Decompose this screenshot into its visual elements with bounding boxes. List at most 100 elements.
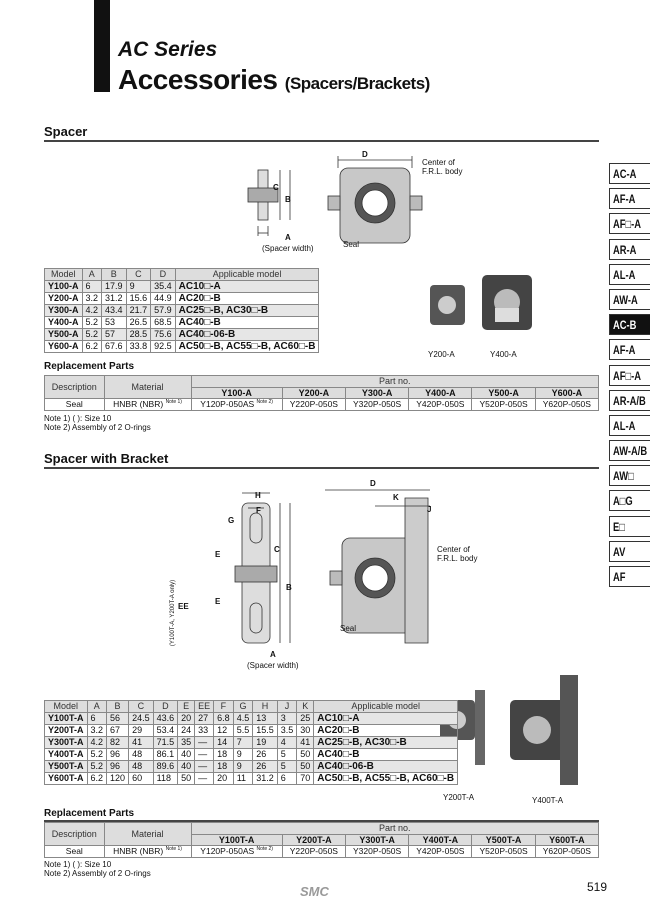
table-cell: 14 [213,735,234,749]
table-cell: AC20□-B [174,291,320,305]
smc-logo: SMC [300,884,329,899]
material: HNBR (NBR) [113,399,164,410]
table-cell: Y500T-A [44,759,88,773]
side-tab[interactable]: AF□-A [609,213,650,235]
replacement-title: Replacement Parts [44,361,135,372]
table-cell: 96 [106,759,130,773]
side-tab[interactable]: AW□ [609,465,650,487]
table-cell: 33 [194,723,215,737]
table-cell: 92.5 [150,339,176,353]
side-tab[interactable]: AF□-A [609,364,650,386]
table-cell: 70 [296,771,315,785]
side-tab-label: A□G [613,494,633,509]
page-number: 519 [587,880,608,894]
replacement-title: Replacement Parts [44,808,135,819]
part-no: Y120P-050AS [200,846,255,857]
column-header: Model [44,700,88,713]
table-cell: 9 [125,279,152,293]
dim-h: H [255,491,261,500]
dim-b: B [286,583,292,592]
table-cell: 53.4 [152,723,179,737]
table-cell: 50 [177,771,196,785]
table-cell: Y200-A [44,291,83,305]
column-header: EE [194,700,215,713]
side-tab-label: AF□-A [613,368,642,383]
table-cell: 75.6 [150,327,176,341]
table-cell: AC25□-B, AC30□-B [174,303,320,317]
side-tab[interactable]: AL-A [609,414,650,436]
side-tab[interactable]: AL-A [609,263,650,285]
side-tab[interactable]: A□G [609,490,650,512]
table-cell: Y220P-050S [281,845,346,858]
side-tab[interactable]: AW-A/B [609,440,650,462]
table-cell: 41 [128,735,154,749]
table-cell: Seal [44,845,105,858]
side-tab[interactable]: AR-A/B [609,389,650,411]
section-title-bracket: Spacer with Bracket [44,451,169,466]
table-cell: 18 [213,747,234,761]
side-tab[interactable]: AF [609,566,650,587]
side-tab-label: AF□-A [613,217,642,232]
center-label: Center of [422,158,455,167]
note-ref: Note 2) [256,399,273,406]
spacer-photos [430,275,532,330]
dim-j: J [427,505,432,514]
side-tab[interactable]: AV [609,540,650,562]
seal-label: Seal [343,240,360,249]
table-cell: 53 [101,315,127,329]
table-cell: 5.2 [86,759,108,773]
table-cell: Y620P-050S [534,845,600,858]
table-cell: 3 [276,711,298,725]
column-header: Applicable model [313,700,459,713]
side-tab[interactable]: AC-A [609,163,650,184]
table-cell: 5 [276,747,298,761]
model-header: Y400T-A [408,833,473,846]
table-cell: 6.2 [86,771,108,785]
table-cell: 5.2 [81,327,103,341]
table-cell: 71.5 [152,735,179,749]
table-cell: Y600-A [44,339,83,353]
side-tab-label: AF-A [613,343,636,358]
column-header: J [276,700,298,713]
model-header: Y100T-A [190,833,283,846]
photo-caption: Y200-A [428,350,455,359]
part-no: Y420P-050S [416,846,465,857]
table-cell: AC50□-B, AC55□-B, AC60□-B [174,339,320,353]
side-tab[interactable]: AR-A [609,238,650,260]
table-cell: 7 [232,735,254,749]
table-cell: 35.4 [150,279,176,293]
side-tab-label: AW-A/B [613,444,648,459]
dim-e: E [215,550,221,559]
table-cell: AC50□-B, AC55□-B, AC60□-B [313,771,459,785]
table-cell: Y100T-A [44,711,88,725]
table-cell: 86.1 [152,747,179,761]
model-header: Y400-A [408,386,473,399]
part-no: Y620P-050S [542,399,591,410]
table-cell: 5.2 [81,315,103,329]
table-cell: 18 [213,759,234,773]
table-cell: — [194,759,215,773]
table-cell: 6 [276,771,298,785]
side-tab[interactable]: AW-A [609,288,650,310]
seal-label: Seal [340,624,357,633]
table-cell: 82 [106,735,130,749]
table-cell: 26 [252,759,278,773]
table-cell: 26.5 [125,315,152,329]
dim-g: G [228,516,235,525]
side-tab[interactable]: AF-A [609,188,650,210]
bracket-diagram [234,489,430,644]
side-tab[interactable]: AC-B [609,314,650,336]
ee-note: (Y100T-A, Y200T-A only) [170,579,177,647]
table-cell: 68.5 [150,315,176,329]
side-tab[interactable]: AF-A [609,339,650,361]
table-cell: 35 [177,735,196,749]
section-title-spacer: Spacer [44,124,88,139]
table-cell: AC40□-B [313,747,459,761]
table-cell: Y320P-050S [344,398,410,411]
side-tab[interactable]: E□ [609,515,650,537]
series-title: AC Series [118,38,218,61]
column-header: D [152,700,179,713]
